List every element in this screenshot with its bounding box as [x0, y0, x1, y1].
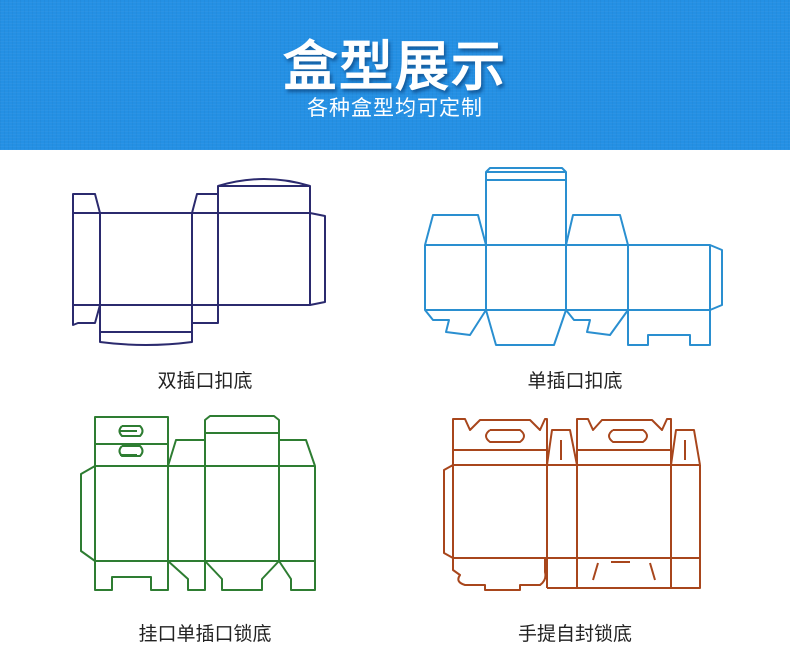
- dieline-single-tuck: [424, 167, 723, 346]
- box-label-double-tuck: 双插口扣底: [157, 370, 253, 392]
- header-banner: 盒型展示 各种盒型均可定制: [0, 0, 790, 150]
- page-title: 盒型展示: [283, 35, 507, 98]
- dieline-hang-tab: [80, 415, 316, 591]
- box-label-hang-tab: 挂口单插口锁底: [138, 623, 272, 645]
- box-label-handle-box: 手提自封锁底: [517, 623, 632, 645]
- dieline-double-tuck: [72, 178, 326, 346]
- dieline-handle-box: [443, 418, 701, 591]
- box-label-single-tuck: 单插口扣底: [527, 370, 623, 392]
- page-subtitle: 各种盒型均可定制: [307, 96, 483, 120]
